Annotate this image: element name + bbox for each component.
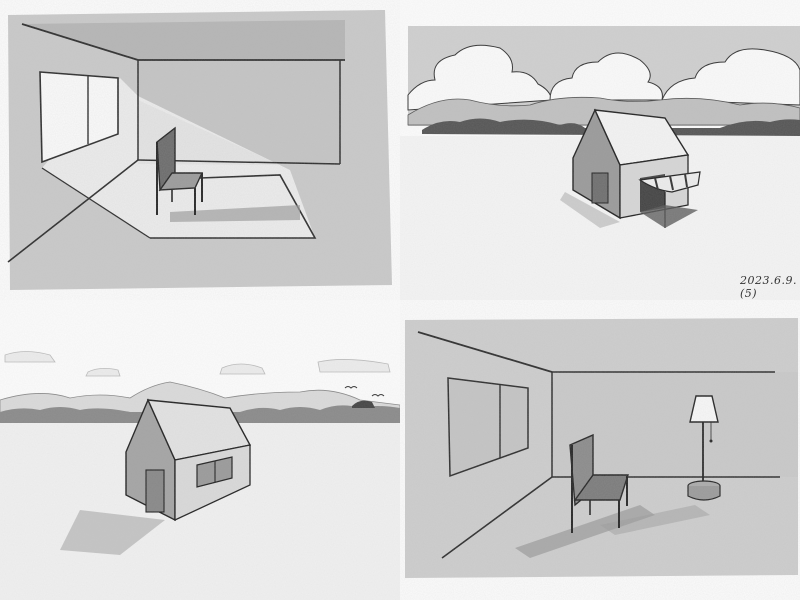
sketch-house-with-window [0, 300, 400, 600]
date-annotation: 2023.6.9.(5) [740, 274, 797, 300]
house-window-drawing [0, 300, 400, 600]
interior-chair-lamp-drawing [400, 300, 800, 600]
sketch-interior-window-chair [0, 0, 400, 300]
sketch-interior-chair-lamp [400, 300, 800, 600]
interior-window-chair-drawing [0, 0, 400, 300]
house-awning-drawing [400, 0, 800, 300]
sketch-house-with-awning: 2023.6.9.(5) [400, 0, 800, 300]
